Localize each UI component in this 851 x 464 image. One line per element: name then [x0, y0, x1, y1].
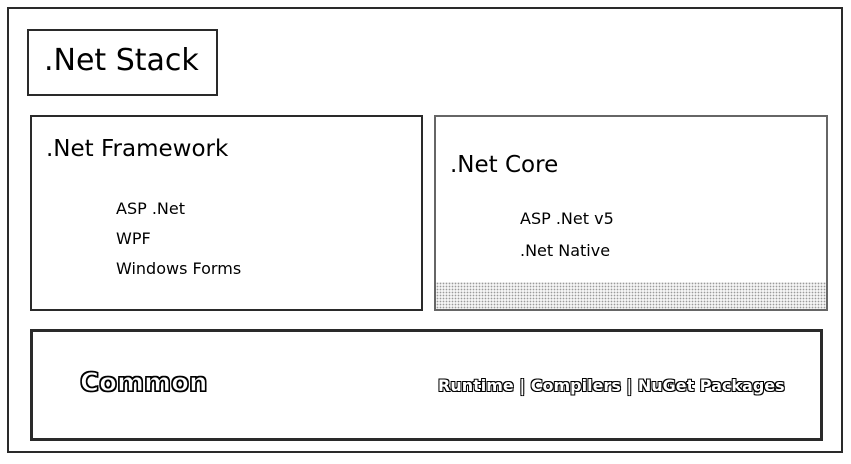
list-item: ASP .Net v5 — [520, 209, 614, 228]
list-item: Windows Forms — [116, 259, 242, 278]
list-item: ASP .Net — [116, 199, 186, 218]
common-items-text: Runtime | Compilers | NuGet Packages — [438, 376, 785, 395]
net-framework-title: .Net Framework — [46, 136, 229, 162]
net-core-list: ASP .Net v5 .Net Native — [520, 203, 614, 267]
diagram-frame — [7, 7, 843, 453]
net-framework-list: ASP .Net WPF Windows Forms — [116, 194, 241, 284]
net-core-title: .Net Core — [450, 152, 559, 178]
common-title: Common — [79, 367, 208, 398]
net-stack-title: .Net Stack — [44, 43, 199, 78]
net-core-box: .Net Core ASP .Net v5 .Net Native — [434, 115, 828, 311]
core-shaded-strip — [436, 282, 826, 309]
net-stack-box: .Net Stack — [27, 29, 218, 96]
common-box: Common Runtime | Compilers | NuGet Packa… — [30, 329, 823, 441]
list-item: .Net Native — [520, 241, 611, 260]
list-item: WPF — [116, 229, 151, 248]
net-framework-box: .Net Framework ASP .Net WPF Windows Form… — [30, 115, 423, 311]
